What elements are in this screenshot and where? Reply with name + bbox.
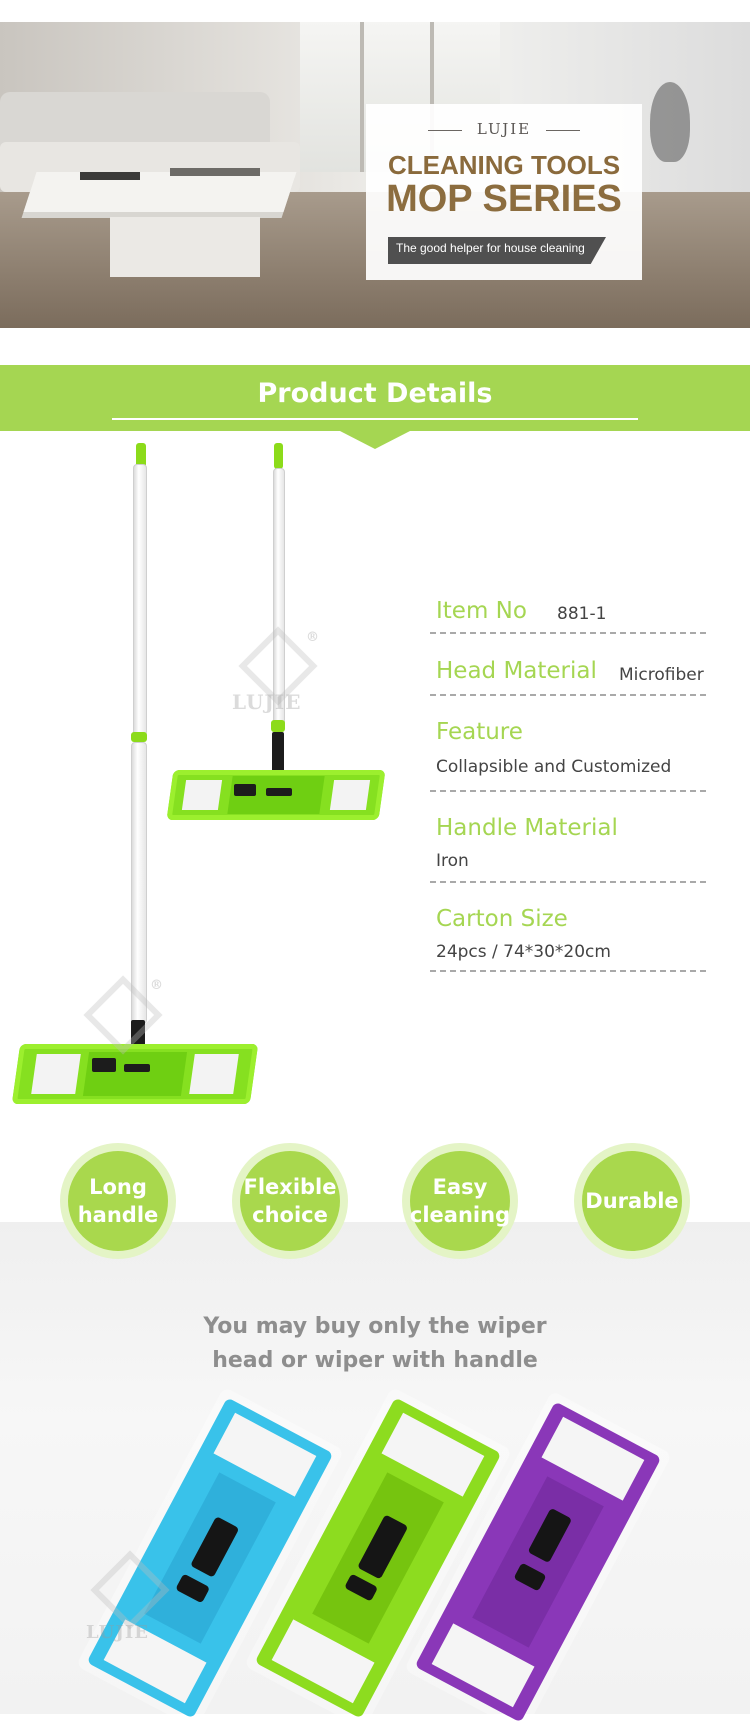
mop-handle-lower bbox=[131, 742, 147, 1024]
mop-handle-upper bbox=[133, 464, 147, 736]
coffee-table-image bbox=[23, 172, 297, 212]
spec-label-head-material: Head Material bbox=[436, 658, 597, 684]
spec-divider bbox=[430, 632, 706, 634]
feature-badge-fill bbox=[68, 1151, 168, 1251]
handle-cap-green bbox=[274, 443, 283, 469]
registered-mark: ® bbox=[150, 978, 164, 993]
tagline-bar bbox=[388, 237, 606, 264]
mop-clip-icon bbox=[124, 1064, 150, 1072]
feature-line1: Long bbox=[89, 1175, 147, 1199]
banner-tagline: The good helper for house cleaning bbox=[396, 241, 585, 255]
feature-badge-flexible-choice: Flexible choice bbox=[232, 1143, 348, 1259]
spec-value-carton-size: 24pcs / 74*30*20cm bbox=[436, 942, 611, 962]
hero-banner: LUJIE CLEANING TOOLS MOP SERIES The good… bbox=[0, 22, 750, 328]
spec-divider bbox=[430, 790, 706, 792]
spec-divider bbox=[430, 881, 706, 883]
feature-line1: Easy bbox=[432, 1175, 488, 1199]
book-image bbox=[80, 172, 140, 180]
pad-white-strip bbox=[31, 1054, 81, 1094]
feature-label-flexible-choice: Flexible choice bbox=[243, 1173, 336, 1229]
feature-line1: Flexible bbox=[243, 1175, 337, 1199]
handle-joint-green bbox=[271, 720, 285, 732]
feature-badge-easy-cleaning: Easy cleaning bbox=[402, 1143, 518, 1259]
pad-white-strip bbox=[189, 1054, 239, 1094]
window-mullion bbox=[430, 22, 434, 172]
feature-label-durable: Durable bbox=[585, 1189, 679, 1213]
pad-white-strip bbox=[329, 780, 371, 810]
promo-card: LUJIE CLEANING TOOLS MOP SERIES The good… bbox=[366, 104, 642, 280]
brand-name: LUJIE bbox=[476, 120, 532, 138]
pad-white-strip bbox=[181, 780, 223, 810]
watermark-text: LUJIE bbox=[86, 1622, 150, 1643]
section-title-underline bbox=[112, 418, 638, 420]
feature-badge-fill bbox=[582, 1151, 682, 1251]
feature-label-long-handle: Long handle bbox=[78, 1173, 159, 1229]
feature-badge-fill bbox=[240, 1151, 340, 1251]
feature-line2: choice bbox=[252, 1203, 328, 1227]
feature-badge-durable: Durable bbox=[574, 1143, 690, 1259]
feature-badge-label: Flexible choice bbox=[232, 1143, 348, 1259]
section-header-bar bbox=[0, 365, 750, 431]
feature-badge-label: Easy cleaning bbox=[402, 1143, 518, 1259]
feature-badge-label: Durable bbox=[574, 1143, 690, 1259]
spec-divider bbox=[430, 694, 706, 696]
coffee-table-base bbox=[110, 217, 260, 277]
feature-line2: handle bbox=[77, 1203, 159, 1227]
spec-value-feature: Collapsible and Customized bbox=[436, 757, 672, 777]
spec-value-item-no: 881-1 bbox=[557, 604, 607, 624]
watermark-text: LUJIE bbox=[232, 690, 302, 714]
mop-clip-icon bbox=[266, 788, 292, 796]
spec-value-handle-material: Iron bbox=[436, 851, 469, 871]
spec-label-handle-material: Handle Material bbox=[436, 815, 618, 841]
purchase-text-line1: You may buy only the wiper bbox=[203, 1314, 547, 1339]
spec-label-carton-size: Carton Size bbox=[436, 906, 568, 932]
handle-joint-green bbox=[131, 732, 147, 742]
spec-value-head-material: Microfiber bbox=[619, 665, 704, 685]
banner-title-line1: CLEANING TOOLS bbox=[387, 150, 621, 180]
feature-line2: cleaning bbox=[409, 1203, 511, 1227]
purchase-options-text: You may buy only the wiper head or wiper… bbox=[0, 1310, 750, 1378]
feature-label-easy-cleaning: Easy cleaning bbox=[410, 1173, 510, 1229]
purchase-text-line2: head or wiper with handle bbox=[212, 1348, 538, 1373]
window-mullion bbox=[360, 22, 364, 172]
brand-rule-right bbox=[546, 130, 580, 131]
mop-clip-icon bbox=[92, 1058, 116, 1072]
book-image bbox=[170, 168, 260, 176]
spec-divider bbox=[430, 970, 706, 972]
brand-rule-left bbox=[428, 130, 462, 131]
section-title: Product Details bbox=[257, 378, 493, 409]
section-header-notch bbox=[340, 431, 410, 449]
lamp-image bbox=[650, 82, 690, 162]
feature-badge-fill bbox=[410, 1151, 510, 1251]
spec-label-feature: Feature bbox=[436, 719, 523, 745]
spec-label-item-no: Item No bbox=[436, 598, 527, 624]
feature-badge-long-handle: Long handle bbox=[60, 1143, 176, 1259]
handle-cap-green bbox=[136, 443, 146, 467]
mop-clip-icon bbox=[234, 784, 256, 796]
registered-mark: ® bbox=[306, 630, 320, 645]
banner-title-line2: MOP SERIES bbox=[386, 178, 622, 220]
mop-connector-icon bbox=[272, 732, 284, 776]
mop-head-large bbox=[11, 1044, 259, 1104]
feature-badge-label: Long handle bbox=[60, 1143, 176, 1259]
